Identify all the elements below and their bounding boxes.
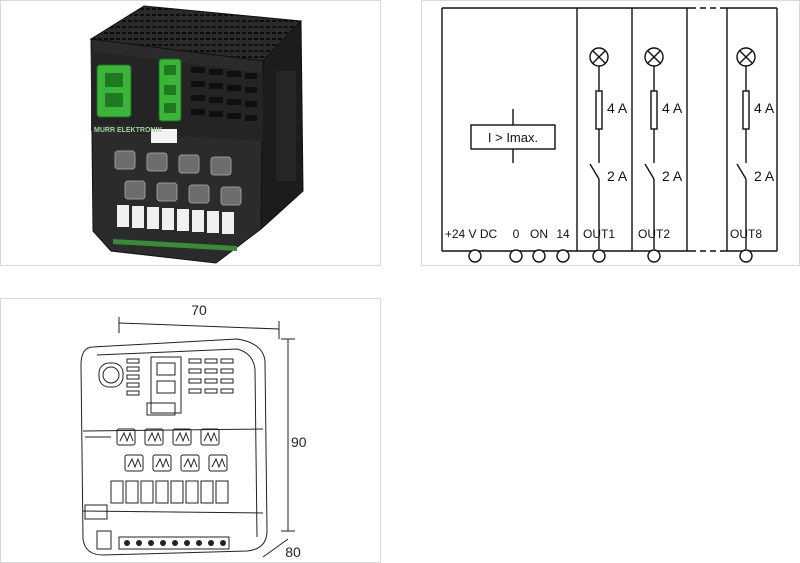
- circuit-schematic: I > Imax.: [441, 7, 778, 263]
- product-photo-panel: MURR ELEKTRONIK: [0, 0, 381, 266]
- fuse-rating-out2: 4 A: [662, 100, 683, 116]
- terminal-14: [556, 249, 570, 263]
- circuit-schematic-panel: I > Imax.: [421, 0, 800, 266]
- output-label-out8: OUT8: [730, 227, 762, 241]
- svg-text:MURR ELEKTRONIK: MURR ELEKTRONIK: [94, 127, 162, 134]
- channel-out8: [736, 47, 756, 249]
- terminal-out2: [647, 249, 661, 263]
- terminal-label-24vdc: +24 V DC: [445, 227, 498, 241]
- fuse-rating-out8: 4 A: [754, 100, 775, 116]
- terminal-label-on: ON: [530, 227, 548, 241]
- dimension-drawing-panel: 70 90 80: [0, 298, 381, 563]
- terminal-24vdc: [468, 249, 482, 263]
- dimension-width: 70: [191, 302, 207, 318]
- terminal-0: [509, 249, 523, 263]
- channel-out1: [589, 47, 609, 249]
- product-photo: MURR ELEKTRONIK: [89, 5, 304, 264]
- brand-logo: [93, 125, 133, 137]
- switch-rating-out2: 2 A: [662, 168, 683, 184]
- output-label-out2: OUT2: [638, 227, 670, 241]
- dimension-drawing: 70 90 80: [80, 302, 307, 560]
- output-label-out1: OUT1: [583, 227, 615, 241]
- fuse-rating-out1: 4 A: [607, 100, 628, 116]
- switch-rating-out8: 2 A: [754, 168, 775, 184]
- terminal-label-14: 14: [556, 227, 570, 241]
- dimension-height: 90: [291, 434, 307, 450]
- terminal-label-0: 0: [513, 227, 520, 241]
- channel-out2: [644, 47, 664, 249]
- dimension-depth: 80: [285, 544, 301, 560]
- current-limit-label: I > Imax.: [488, 130, 538, 145]
- terminal-out8: [739, 249, 753, 263]
- terminal-out1: [592, 249, 606, 263]
- switch-rating-out1: 2 A: [607, 168, 628, 184]
- terminal-on: [532, 249, 546, 263]
